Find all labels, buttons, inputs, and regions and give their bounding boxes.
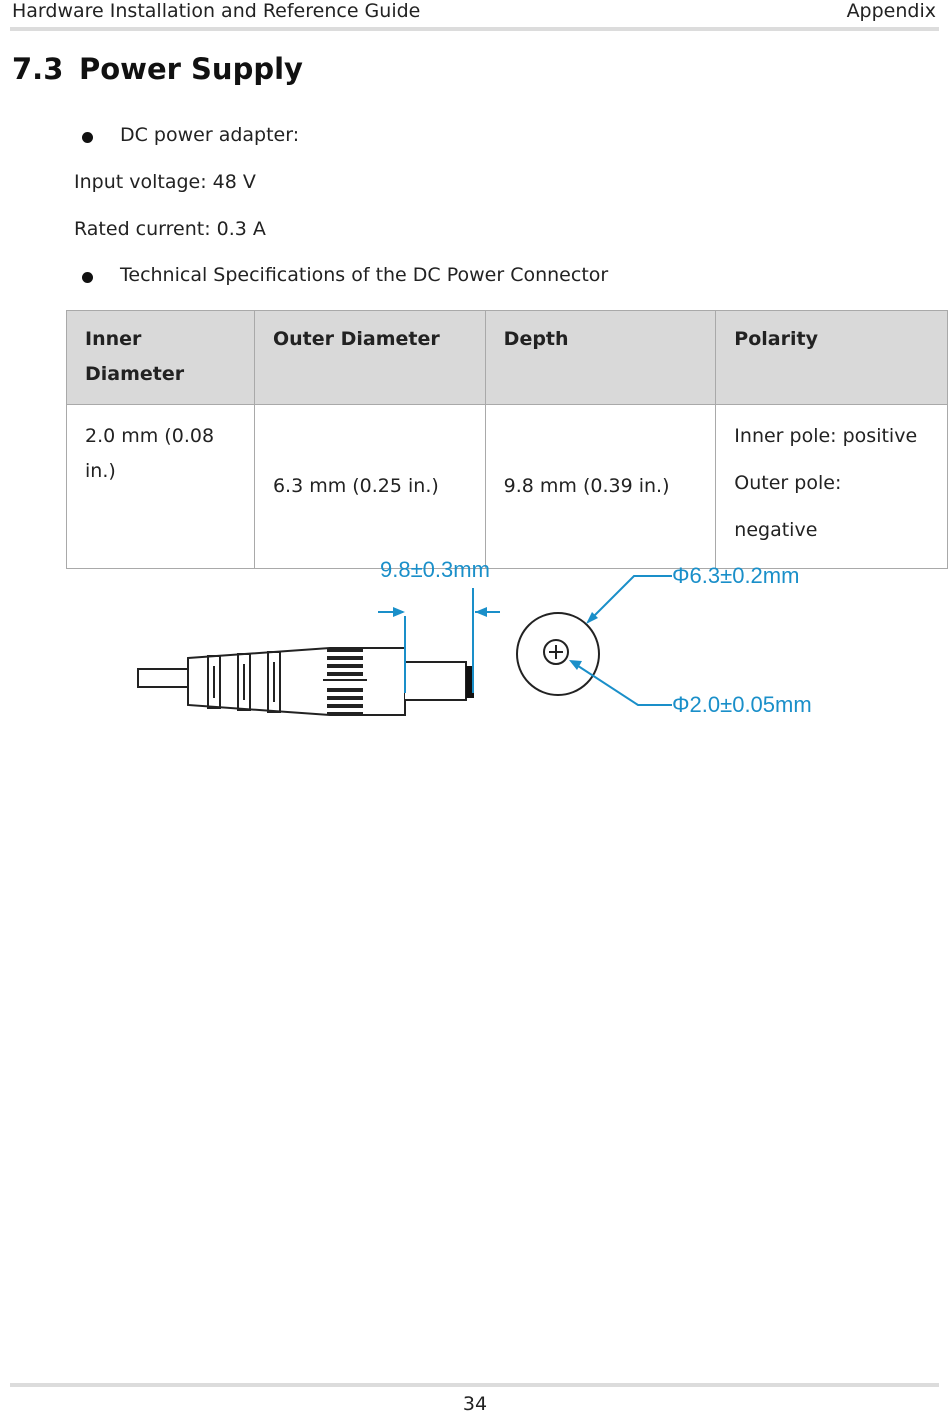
section-number: 7.3 xyxy=(12,52,64,86)
cell-outer-diameter: 6.3 mm (0.25 in.) xyxy=(253,404,486,569)
knurl-pattern xyxy=(323,648,367,715)
page-number: 34 xyxy=(462,1393,488,1415)
plug-tip-shape xyxy=(405,661,467,701)
bullet-tech-specs: Technical Specifications of the DC Power… xyxy=(120,264,609,286)
header-inner-diameter: Inner Diameter xyxy=(66,310,255,405)
grip-rings xyxy=(207,651,281,713)
header-depth: Depth xyxy=(484,310,717,405)
rated-current-text: Rated current: 0.3 A xyxy=(74,218,266,240)
outer-diameter-label: Φ6.3±0.2mm xyxy=(672,563,799,588)
header-outer-diameter: Outer Diameter xyxy=(253,310,486,405)
dc-connector-diagram: 9.8±0.3mm Φ6.3±0.2mm Φ2.0±0.05mm xyxy=(120,548,840,738)
cell-depth: 9.8 mm (0.39 in.) xyxy=(484,404,717,569)
section-heading: 7.3 Power Supply xyxy=(12,52,303,86)
running-header-title: Hardware Installation and Reference Guid… xyxy=(12,0,421,22)
cell-inner-diameter: 2.0 mm (0.08 in.) xyxy=(66,404,255,569)
dc-connector-spec-table: Inner Diameter Outer Diameter Depth Pola… xyxy=(66,310,948,569)
bullet-dc-power-adapter: DC power adapter: xyxy=(120,124,300,146)
header-polarity: Polarity xyxy=(715,310,948,405)
cable-shape xyxy=(137,668,189,688)
polarity-inner: Inner pole: positive xyxy=(734,425,918,447)
header-divider xyxy=(10,27,939,31)
section-title-text: Power Supply xyxy=(79,52,303,86)
polarity-outer: Outer pole: negative xyxy=(734,472,842,541)
footer-divider xyxy=(10,1383,939,1387)
cell-polarity: Inner pole: positive Outer pole: negativ… xyxy=(715,404,948,569)
input-voltage-text: Input voltage: 48 V xyxy=(74,171,256,193)
table-header-row: Inner Diameter Outer Diameter Depth Pola… xyxy=(66,310,948,405)
inner-diameter-label: Φ2.0±0.05mm xyxy=(672,692,812,717)
table-row: 2.0 mm (0.08 in.) 6.3 mm (0.25 in.) 9.8 … xyxy=(66,404,948,569)
depth-dimension-label: 9.8±0.3mm xyxy=(380,557,490,582)
tip-end-shape xyxy=(466,666,474,698)
running-header-section: Appendix xyxy=(846,0,936,22)
bullet-dot-icon xyxy=(82,272,93,283)
bullet-dot-icon xyxy=(82,132,93,143)
plus-icon xyxy=(549,645,563,659)
